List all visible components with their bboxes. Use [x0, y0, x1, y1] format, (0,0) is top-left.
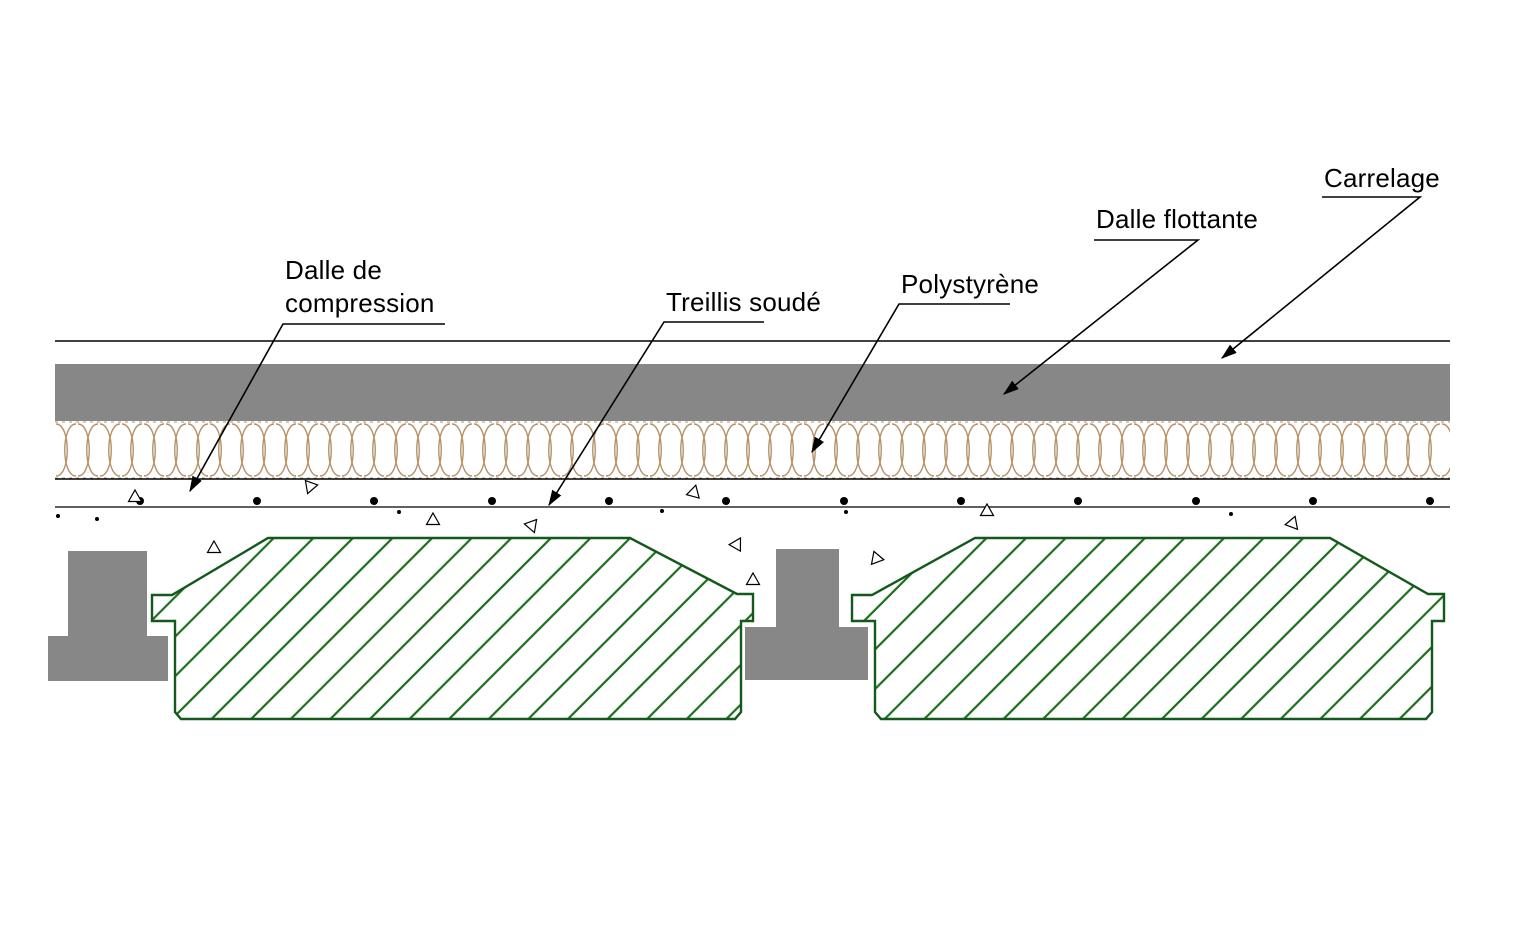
rebar-dots — [136, 497, 1434, 505]
precast-slab-left — [150, 536, 755, 721]
precast-slab-right — [850, 536, 1446, 721]
label-dalle-de-compression: Dalle de compression — [285, 255, 435, 318]
leader-dalle-compression — [189, 323, 445, 493]
insulation-layer — [55, 421, 1450, 479]
floating-slab-layer — [55, 364, 1450, 421]
label-polystyrene: Polystyrène — [901, 269, 1040, 299]
leader-polystyrene — [811, 303, 1010, 454]
beam-left — [48, 551, 168, 681]
concrete-specks — [56, 509, 1233, 521]
beam-center — [745, 549, 868, 680]
label-carrelage: Carrelage — [1324, 163, 1440, 193]
label-dalle-flottante: Dalle flottante — [1096, 204, 1258, 234]
leader-carrelage — [1220, 196, 1423, 359]
aggregate-triangles — [127, 479, 1299, 586]
leader-treillis-soude — [548, 321, 764, 507]
leader-dalle-flottante — [1002, 239, 1201, 395]
label-treillis-soude: Treillis soudé — [666, 287, 822, 317]
